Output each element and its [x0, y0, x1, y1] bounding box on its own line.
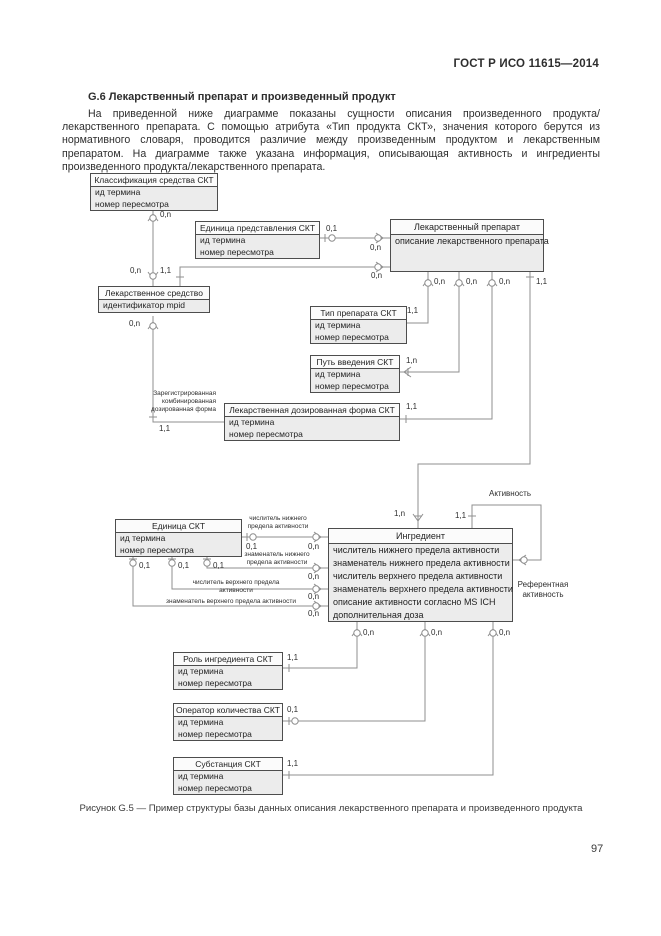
- entity-title: Единица СКТ: [116, 520, 241, 533]
- cardinality-label: 0,n: [499, 277, 511, 286]
- cardinality-label: 0,1: [139, 561, 151, 570]
- entity-medicinal-product: Лекарственный препарат описание лекарств…: [390, 219, 549, 272]
- entity-classification-skt: Классификация средства СКТ ид термина но…: [90, 173, 218, 211]
- cardinality-label: 0,n: [370, 243, 382, 252]
- entity-title: Ингредиент: [329, 529, 512, 544]
- figure-caption: Рисунок G.5 — Пример структуры базы данн…: [79, 803, 583, 814]
- cardinality-label: 1,1: [287, 653, 299, 662]
- section-heading: G.6 Лекарственный препарат и произведенн…: [88, 91, 396, 103]
- page-header-standard-number: ГОСТ Р ИСО 11615—2014: [453, 58, 599, 70]
- entity-route-of-administration-skt: Путь введения СКТ ид термина номер перес…: [310, 355, 400, 393]
- page-number: 97: [591, 843, 604, 855]
- relationship-label: числитель верхнего предела активности: [192, 579, 280, 595]
- entity-title: Лекарственное средство: [99, 287, 209, 300]
- entity-title: Тип препарата СКТ: [311, 307, 406, 320]
- cardinality-label: 1,1: [287, 759, 299, 768]
- cardinality-label: 0,n: [363, 628, 375, 637]
- cardinality-label: 0,1: [287, 705, 299, 714]
- cardinality-label: 0,n: [371, 271, 383, 280]
- entity-quantity-operator-skt: Оператор количества СКТ ид термина номер…: [173, 703, 283, 741]
- relationship-label: знаменатель нижнего предела активности: [244, 551, 310, 567]
- cardinality-label: 0,1: [213, 561, 225, 570]
- cardinality-label: 1,1: [160, 266, 172, 275]
- entity-medicinal-substance: Лекарственное средство идентификатор mpi…: [98, 286, 210, 313]
- entity-title: Лекарственная дозированная форма СКТ: [225, 404, 399, 417]
- cardinality-label: 0,n: [308, 592, 320, 601]
- cardinality-label: 1,1: [455, 511, 467, 520]
- entity-ingredient-role-skt: Роль ингредиента СКТ ид термина номер пе…: [173, 652, 283, 690]
- cardinality-label: 0,n: [130, 266, 142, 275]
- cardinality-label: 0,1: [246, 542, 258, 551]
- cardinality-label: 0,n: [308, 572, 320, 581]
- body-paragraph: На приведенной ниже диаграмме показаны с…: [62, 108, 600, 173]
- cardinality-label: 0,n: [499, 628, 511, 637]
- entity-title: Классификация средства СКТ: [91, 174, 217, 187]
- cardinality-label: 0,n: [129, 319, 141, 328]
- entity-product-type-skt: Тип препарата СКТ ид термина номер перес…: [310, 306, 407, 344]
- entity-title: Лекарственный препарат: [391, 220, 543, 235]
- entity-presentation-unit-skt: Единица представления СКТ ид термина ном…: [195, 221, 320, 259]
- cardinality-label: 1,n: [394, 509, 406, 518]
- relationship-label: Зарегистрированная комбинированная дозир…: [151, 390, 216, 414]
- relationship-lines: [129, 207, 542, 779]
- cardinality-label: 1,1: [159, 424, 171, 433]
- cardinality-label: 1,n: [406, 356, 418, 365]
- entity-substance-skt: Субстанция СКТ ид термина номер пересмот…: [173, 757, 283, 795]
- cardinality-label: 1,1: [407, 306, 419, 315]
- entity-title: Оператор количества СКТ: [174, 704, 282, 717]
- entity-ingredient: Ингредиент числитель нижнего предела акт…: [328, 528, 513, 622]
- relationship-label: числитель нижнего предела активности: [247, 515, 309, 531]
- optionality-circles: [129, 214, 528, 725]
- cardinality-label: 0,n: [308, 542, 320, 551]
- entity-title: Путь введения СКТ: [311, 356, 399, 369]
- cardinality-label: 0,1: [326, 224, 338, 233]
- cardinality-label: 0,1: [178, 561, 190, 570]
- cardinality-label: 1,1: [406, 402, 418, 411]
- relationship-label: Референтная активность: [517, 580, 569, 599]
- entity-title: Субстанция СКТ: [174, 758, 282, 771]
- entity-title: Роль ингредиента СКТ: [174, 653, 282, 666]
- entity-dose-form-skt: Лекарственная дозированная форма СКТ ид …: [224, 403, 400, 441]
- entity-unit-skt: Единица СКТ ид термина номер пересмотра: [115, 519, 242, 557]
- cardinality-label: 0,n: [160, 210, 172, 219]
- cardinality-label: 0,n: [431, 628, 443, 637]
- relationship-label: знаменатель верхнего предела активности: [166, 598, 296, 605]
- entity-title: Единица представления СКТ: [196, 222, 319, 235]
- cardinality-label: 1,1: [536, 277, 548, 286]
- cardinality-label: 0,n: [466, 277, 478, 286]
- cardinality-label: 0,n: [434, 277, 446, 286]
- cardinality-label: 0,n: [308, 609, 320, 618]
- relationship-label: Активность: [488, 489, 531, 498]
